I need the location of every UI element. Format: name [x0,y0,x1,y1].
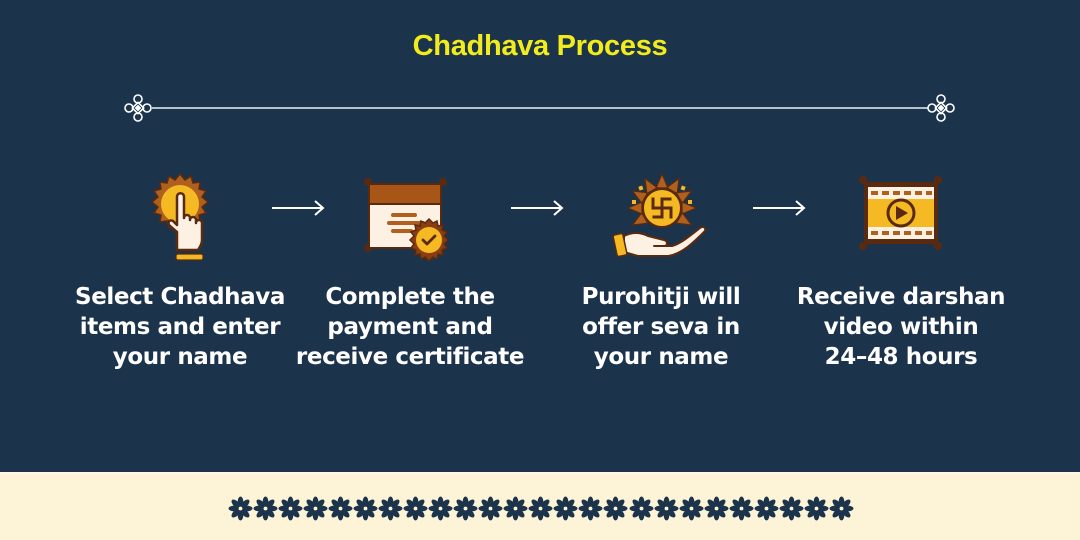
flower-icon [679,495,704,521]
step-4-text: Receive darshan video within 24–48 hours [796,284,1006,370]
flower-icon [779,495,804,521]
flower-icon [754,495,779,521]
flower-icon [328,495,353,521]
knot-ornament-left-icon [124,94,152,122]
flower-icon [553,495,578,521]
flower-icon [253,495,278,521]
certificate-check-icon [364,178,450,263]
ornamental-divider [124,94,955,122]
flower-icon [403,495,428,521]
arrow-right-icon [753,200,806,216]
flower-icon [428,495,453,521]
arrow-right-icon [511,200,564,216]
knot-ornament-right-icon [927,94,955,122]
flower-icon [378,495,403,521]
step-3-text: Purohitji will offer seva in your name [581,284,741,370]
flower-icon [603,495,628,521]
flower-icon [228,495,253,521]
flower-icon [729,495,754,521]
flower-icon [503,495,528,521]
step-1-text: Select Chadhava items and enter your nam… [75,284,285,370]
flower-icon [278,495,303,521]
flower-icon [829,495,854,521]
swastika-offering-hand-icon [612,172,707,258]
footer-band [0,472,1080,540]
flower-icon [804,495,829,521]
page-title: Chadhava Process [412,30,668,62]
flower-icon [303,495,328,521]
step-2-text: Complete the payment and receive certifi… [295,284,525,370]
flower-icon [578,495,603,521]
flower-icon [353,495,378,521]
flower-icon [478,495,503,521]
flower-icon [654,495,679,521]
flower-border [228,494,854,522]
flower-icon [704,495,729,521]
flower-icon [628,495,654,521]
tap-finger-badge-icon [150,172,210,261]
flower-icon [528,495,553,521]
arrow-right-icon [272,200,325,216]
flower-icon [453,495,478,521]
video-film-play-icon [859,176,942,250]
